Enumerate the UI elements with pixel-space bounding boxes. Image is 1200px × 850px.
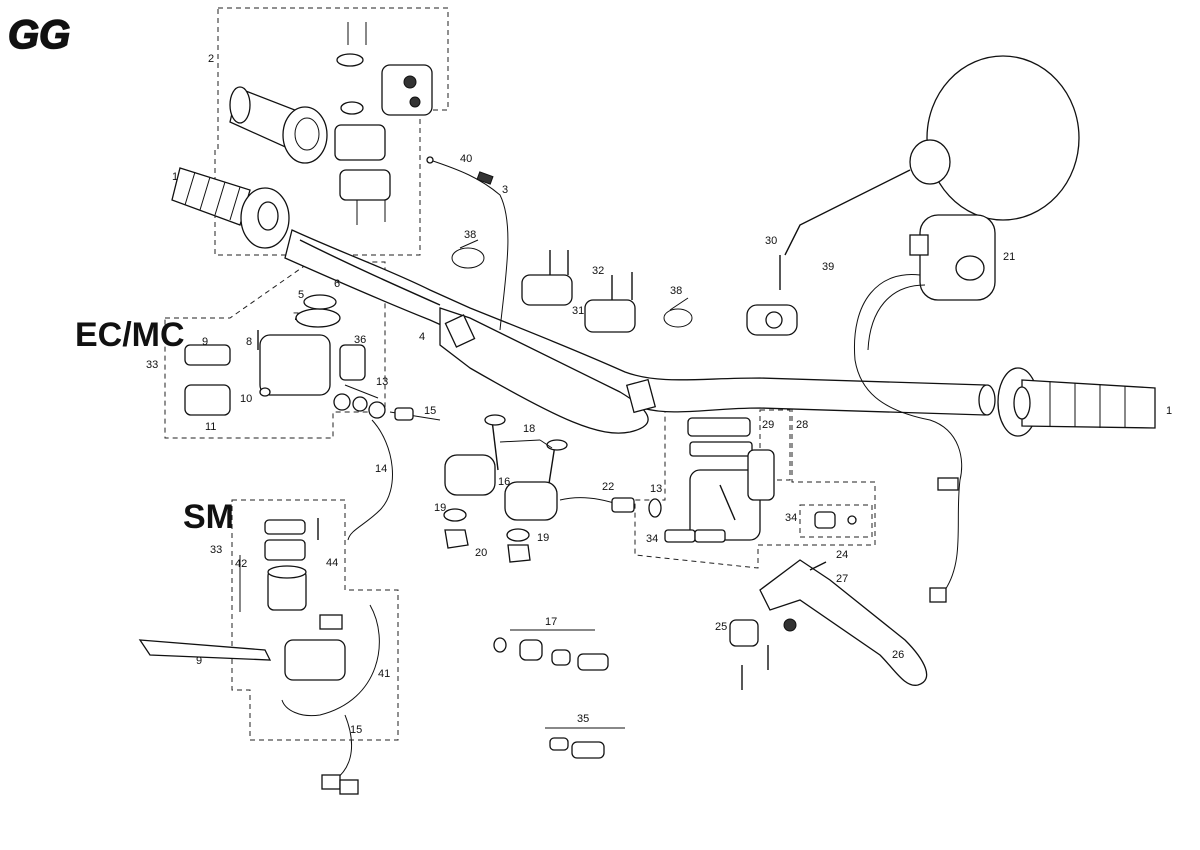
part-number-labels: 1 1 2 3 4 5 6 7 8 9 9 10 11 13 13 14 15 … bbox=[146, 53, 1172, 736]
part-number: 8 bbox=[246, 336, 252, 348]
mirror bbox=[746, 55, 1080, 336]
part-number: 15 bbox=[350, 724, 362, 736]
part-number: 13 bbox=[650, 483, 662, 495]
sm-lever bbox=[138, 639, 272, 661]
brake-sub-box bbox=[799, 504, 873, 538]
ecmc-assembly bbox=[184, 294, 441, 421]
left-grip bbox=[171, 167, 290, 249]
brake-hose-14 bbox=[347, 419, 393, 541]
part-number: 1 bbox=[1166, 405, 1172, 417]
part-number: 11 bbox=[205, 421, 216, 433]
part-number: 36 bbox=[354, 334, 366, 346]
switch-assembly bbox=[853, 214, 996, 603]
part-number: 17 bbox=[545, 616, 557, 628]
part-number: 7 bbox=[293, 311, 299, 323]
leader-lines bbox=[239, 384, 553, 612]
label-ecmc: EC/MC bbox=[75, 316, 185, 354]
part-number: 42 bbox=[235, 558, 247, 570]
part-number: 16 bbox=[498, 476, 510, 488]
part-number: 19 bbox=[537, 532, 549, 544]
throttle-group-box bbox=[214, 7, 449, 256]
part-number: 9 bbox=[196, 655, 202, 667]
crossbar-clamp-left bbox=[444, 314, 476, 348]
part-number: 32 bbox=[592, 265, 604, 277]
part-number: 30 bbox=[765, 235, 777, 247]
part-number: 6 bbox=[334, 278, 340, 290]
part-number: 22 bbox=[602, 481, 614, 493]
part-number: 3 bbox=[502, 184, 508, 196]
brake-group-box bbox=[634, 407, 876, 569]
part-number: 33 bbox=[210, 544, 222, 556]
right-grip bbox=[997, 367, 1156, 437]
brand-logo-text: GG bbox=[8, 13, 70, 57]
cable-ties bbox=[451, 239, 693, 328]
part-number: 40 bbox=[460, 153, 472, 165]
part-number: 39 bbox=[822, 261, 834, 273]
bar-end-right bbox=[978, 384, 996, 416]
part-number: 38 bbox=[464, 229, 476, 241]
reservoir-sub-box bbox=[759, 409, 791, 481]
part-number: 29 bbox=[762, 419, 774, 431]
throttle-assembly bbox=[229, 22, 433, 225]
part-number: 9 bbox=[202, 336, 208, 348]
part-number: 33 bbox=[146, 359, 158, 371]
part-number: 41 bbox=[378, 668, 390, 680]
part-number: 18 bbox=[523, 423, 535, 435]
part-number: 20 bbox=[475, 547, 487, 559]
throttle-cable bbox=[426, 156, 509, 331]
part-number: 2 bbox=[208, 53, 214, 65]
part-number: 21 bbox=[1003, 251, 1015, 263]
part-number: 31 bbox=[572, 305, 584, 317]
part-number: 1 bbox=[172, 171, 178, 183]
bushing-set-35 bbox=[545, 727, 625, 759]
part-number: 4 bbox=[419, 331, 425, 343]
part-number: 10 bbox=[240, 393, 252, 405]
label-sm: SM bbox=[183, 498, 234, 536]
part-number: 24 bbox=[836, 549, 848, 561]
part-number: 25 bbox=[715, 621, 727, 633]
part-number: 38 bbox=[670, 285, 682, 297]
crossbar-clamp-right bbox=[625, 378, 657, 414]
part-number: 44 bbox=[326, 557, 338, 569]
brake-banjo bbox=[559, 497, 662, 518]
master-cylinder bbox=[664, 417, 857, 543]
part-number: 5 bbox=[298, 289, 304, 301]
sm-group-box bbox=[231, 499, 399, 741]
part-number: 15 bbox=[424, 405, 436, 417]
part-number: 28 bbox=[796, 419, 808, 431]
lever-26 bbox=[759, 559, 928, 686]
clutch-lever bbox=[729, 559, 928, 690]
mirror-head bbox=[926, 55, 1080, 221]
lower-clamps bbox=[443, 414, 568, 563]
part-number: 19 bbox=[434, 502, 446, 514]
part-number: 13 bbox=[376, 376, 388, 388]
bushing-set-17 bbox=[493, 629, 609, 671]
part-number: 26 bbox=[892, 649, 904, 661]
part-number: 14 bbox=[375, 463, 387, 475]
bar-clamps-top bbox=[521, 250, 636, 333]
handlebar bbox=[284, 229, 996, 434]
part-number: 34 bbox=[646, 533, 658, 545]
part-number: 34 bbox=[785, 512, 797, 524]
part-number: 27 bbox=[836, 573, 848, 585]
sm-assembly bbox=[138, 518, 380, 795]
brand-logo: GG bbox=[7, 12, 71, 58]
part-number: 35 bbox=[577, 713, 589, 725]
